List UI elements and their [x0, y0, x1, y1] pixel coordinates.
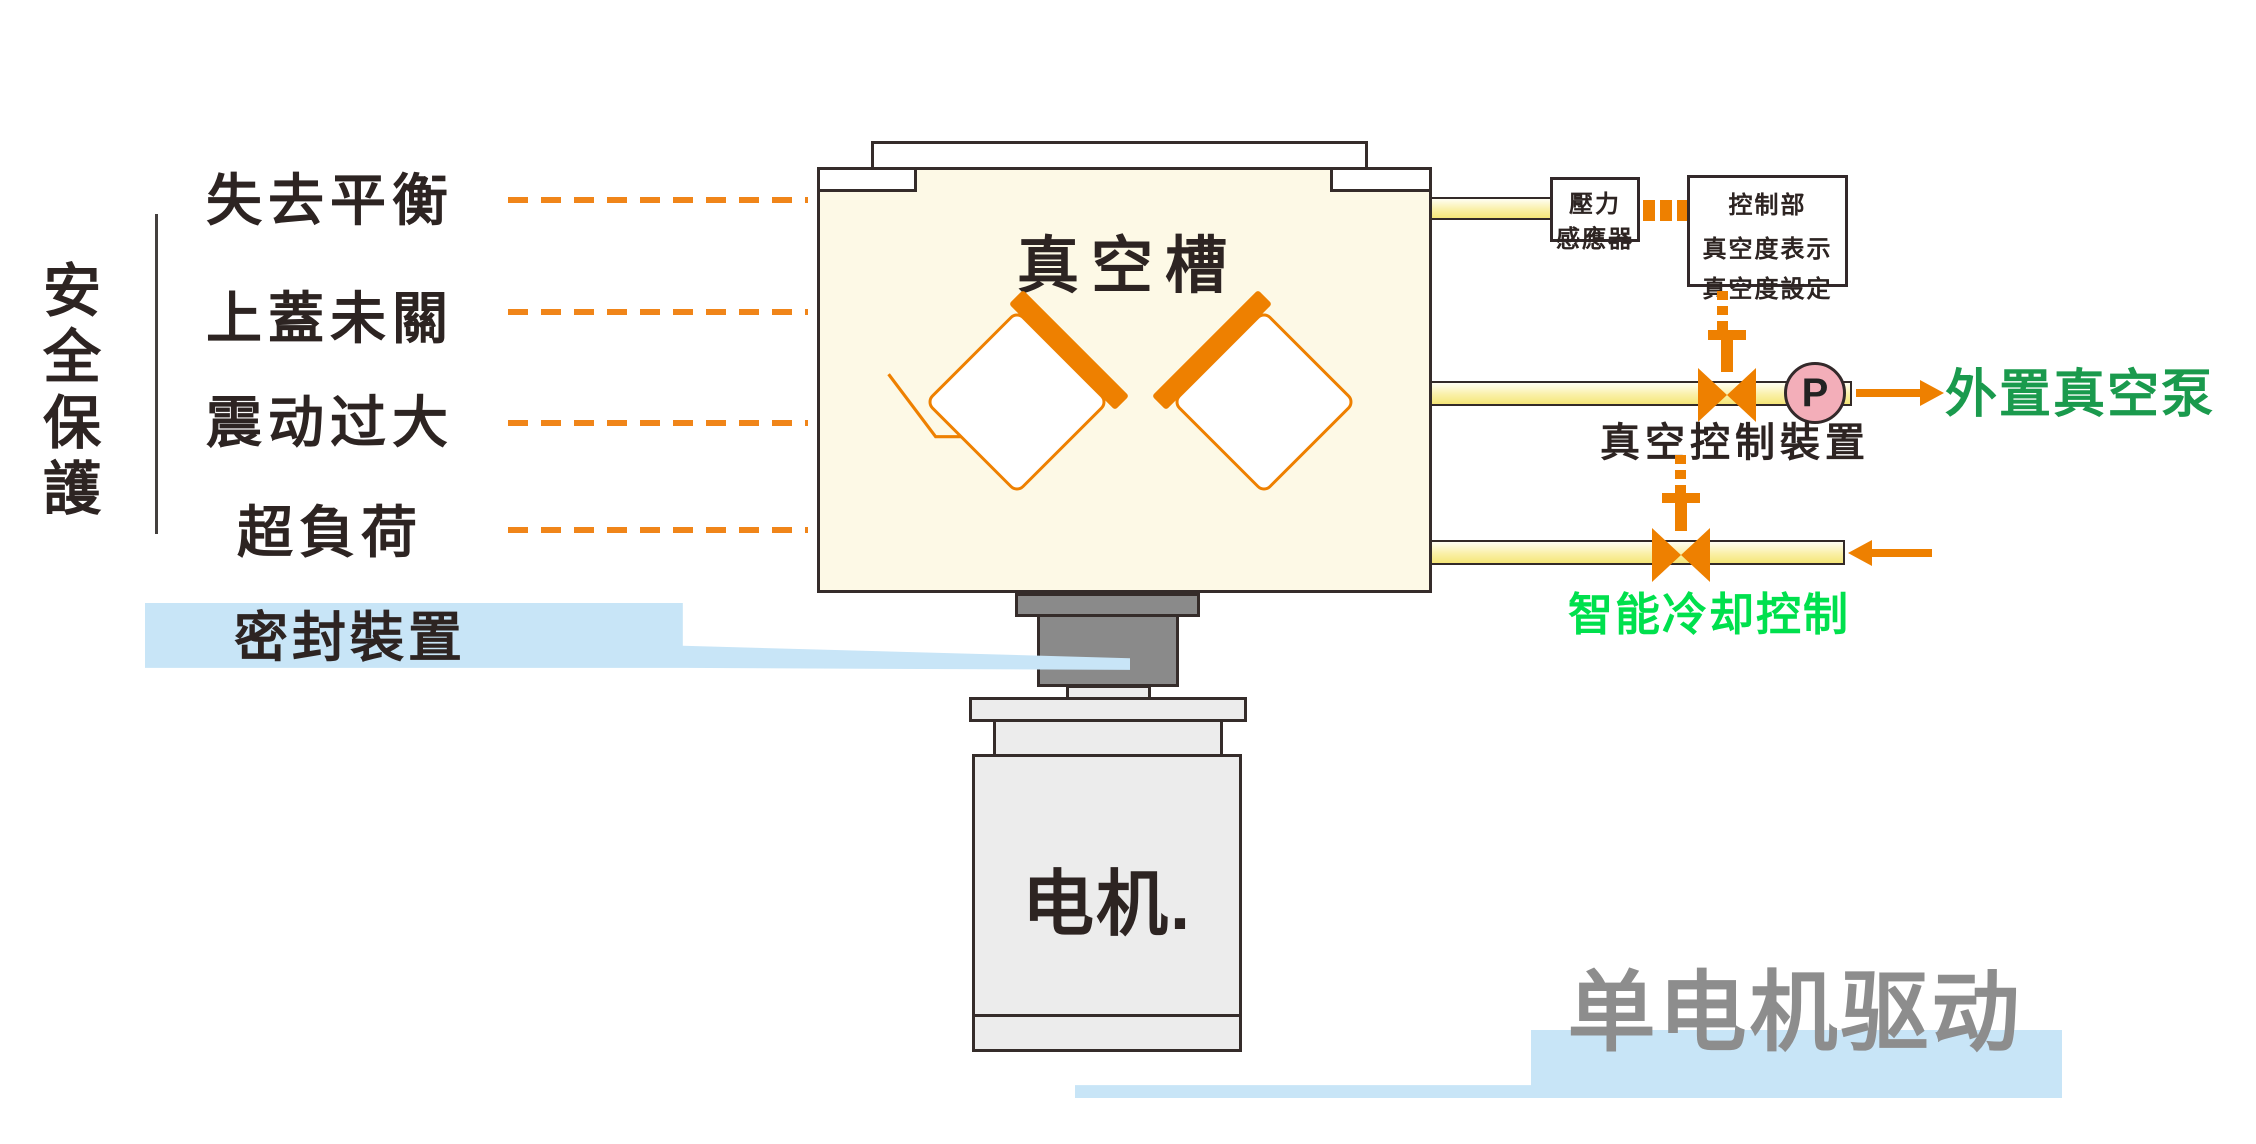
- pump-flow-arrow-icon: [1920, 380, 1944, 406]
- pressure-sensor-box: 壓力 感應器: [1550, 177, 1640, 253]
- chamber-lid: [871, 141, 1368, 170]
- cooling-valve-actuator-bar: [1662, 493, 1700, 503]
- cooling-flow-arrow-icon: [1848, 540, 1872, 566]
- controller-title: 控制部: [1728, 192, 1807, 219]
- pressure-sensor-line2: 感應器: [1556, 226, 1634, 253]
- vacuum-valve-icon: [1698, 368, 1756, 422]
- pressure-gauge-letter: P: [1801, 371, 1829, 415]
- safety-item-vibration: 震动过大: [206, 391, 454, 454]
- sensor-controller-dashed-link: [1643, 200, 1689, 221]
- pump-flow-arrow-line: [1856, 389, 1922, 397]
- vacuum-control-label: 真空控制裝置: [1600, 421, 1870, 465]
- valve-actuator-bar: [1708, 330, 1746, 340]
- motor-body: [972, 754, 1242, 1017]
- chamber-label: 真空槽: [1016, 232, 1239, 301]
- pressure-gauge: P: [1784, 362, 1846, 424]
- drive-callout-label: 单电机驱动: [1567, 963, 2023, 1062]
- pressure-sensor-line1: 壓力: [1569, 191, 1621, 218]
- safety-group-title: 安全保護: [34, 260, 99, 524]
- cooling-pipe: [1430, 540, 1845, 565]
- motor-neck: [993, 719, 1223, 757]
- safety-group-bracket-line: [155, 214, 158, 534]
- dashed-leader-line: [508, 527, 808, 533]
- safety-item-balance: 失去平衡: [206, 169, 454, 232]
- motor-base: [972, 1014, 1242, 1052]
- cooling-valve-actuator-stem: [1675, 503, 1687, 531]
- controller-line1: 真空度表示: [1702, 236, 1833, 263]
- dashed-leader-line: [508, 309, 808, 315]
- sensor-pipe: [1430, 197, 1552, 220]
- controller-valve-dashed-link: [1717, 291, 1728, 331]
- chamber-lid-notch-right: [1330, 167, 1432, 192]
- vacuum-pipe: [1430, 381, 1852, 406]
- valve-actuator-stem: [1721, 340, 1733, 372]
- controller-box: 控制部 真空度表示 真空度設定: [1687, 175, 1848, 303]
- controller-line2: 真空度設定: [1702, 276, 1833, 303]
- cooling-flow-arrow-line: [1870, 549, 1932, 557]
- safety-item-lid: 上蓋未關: [206, 287, 454, 350]
- dashed-leader-line: [508, 197, 808, 203]
- motor-label: 电机.: [1021, 865, 1192, 945]
- chamber-lid-notch-left: [817, 167, 917, 192]
- seal-callout-label: 密封裝置: [234, 608, 466, 668]
- cooling-control-label: 智能冷却控制: [1568, 589, 1851, 640]
- cooling-valve-dashed-link: [1675, 455, 1686, 493]
- cooling-valve-icon: [1652, 528, 1710, 582]
- external-pump-label: 外置真空泵: [1945, 366, 2216, 424]
- dashed-leader-line: [508, 420, 808, 426]
- seal-housing: [1037, 614, 1179, 687]
- safety-item-overload: 超負荷: [237, 501, 423, 564]
